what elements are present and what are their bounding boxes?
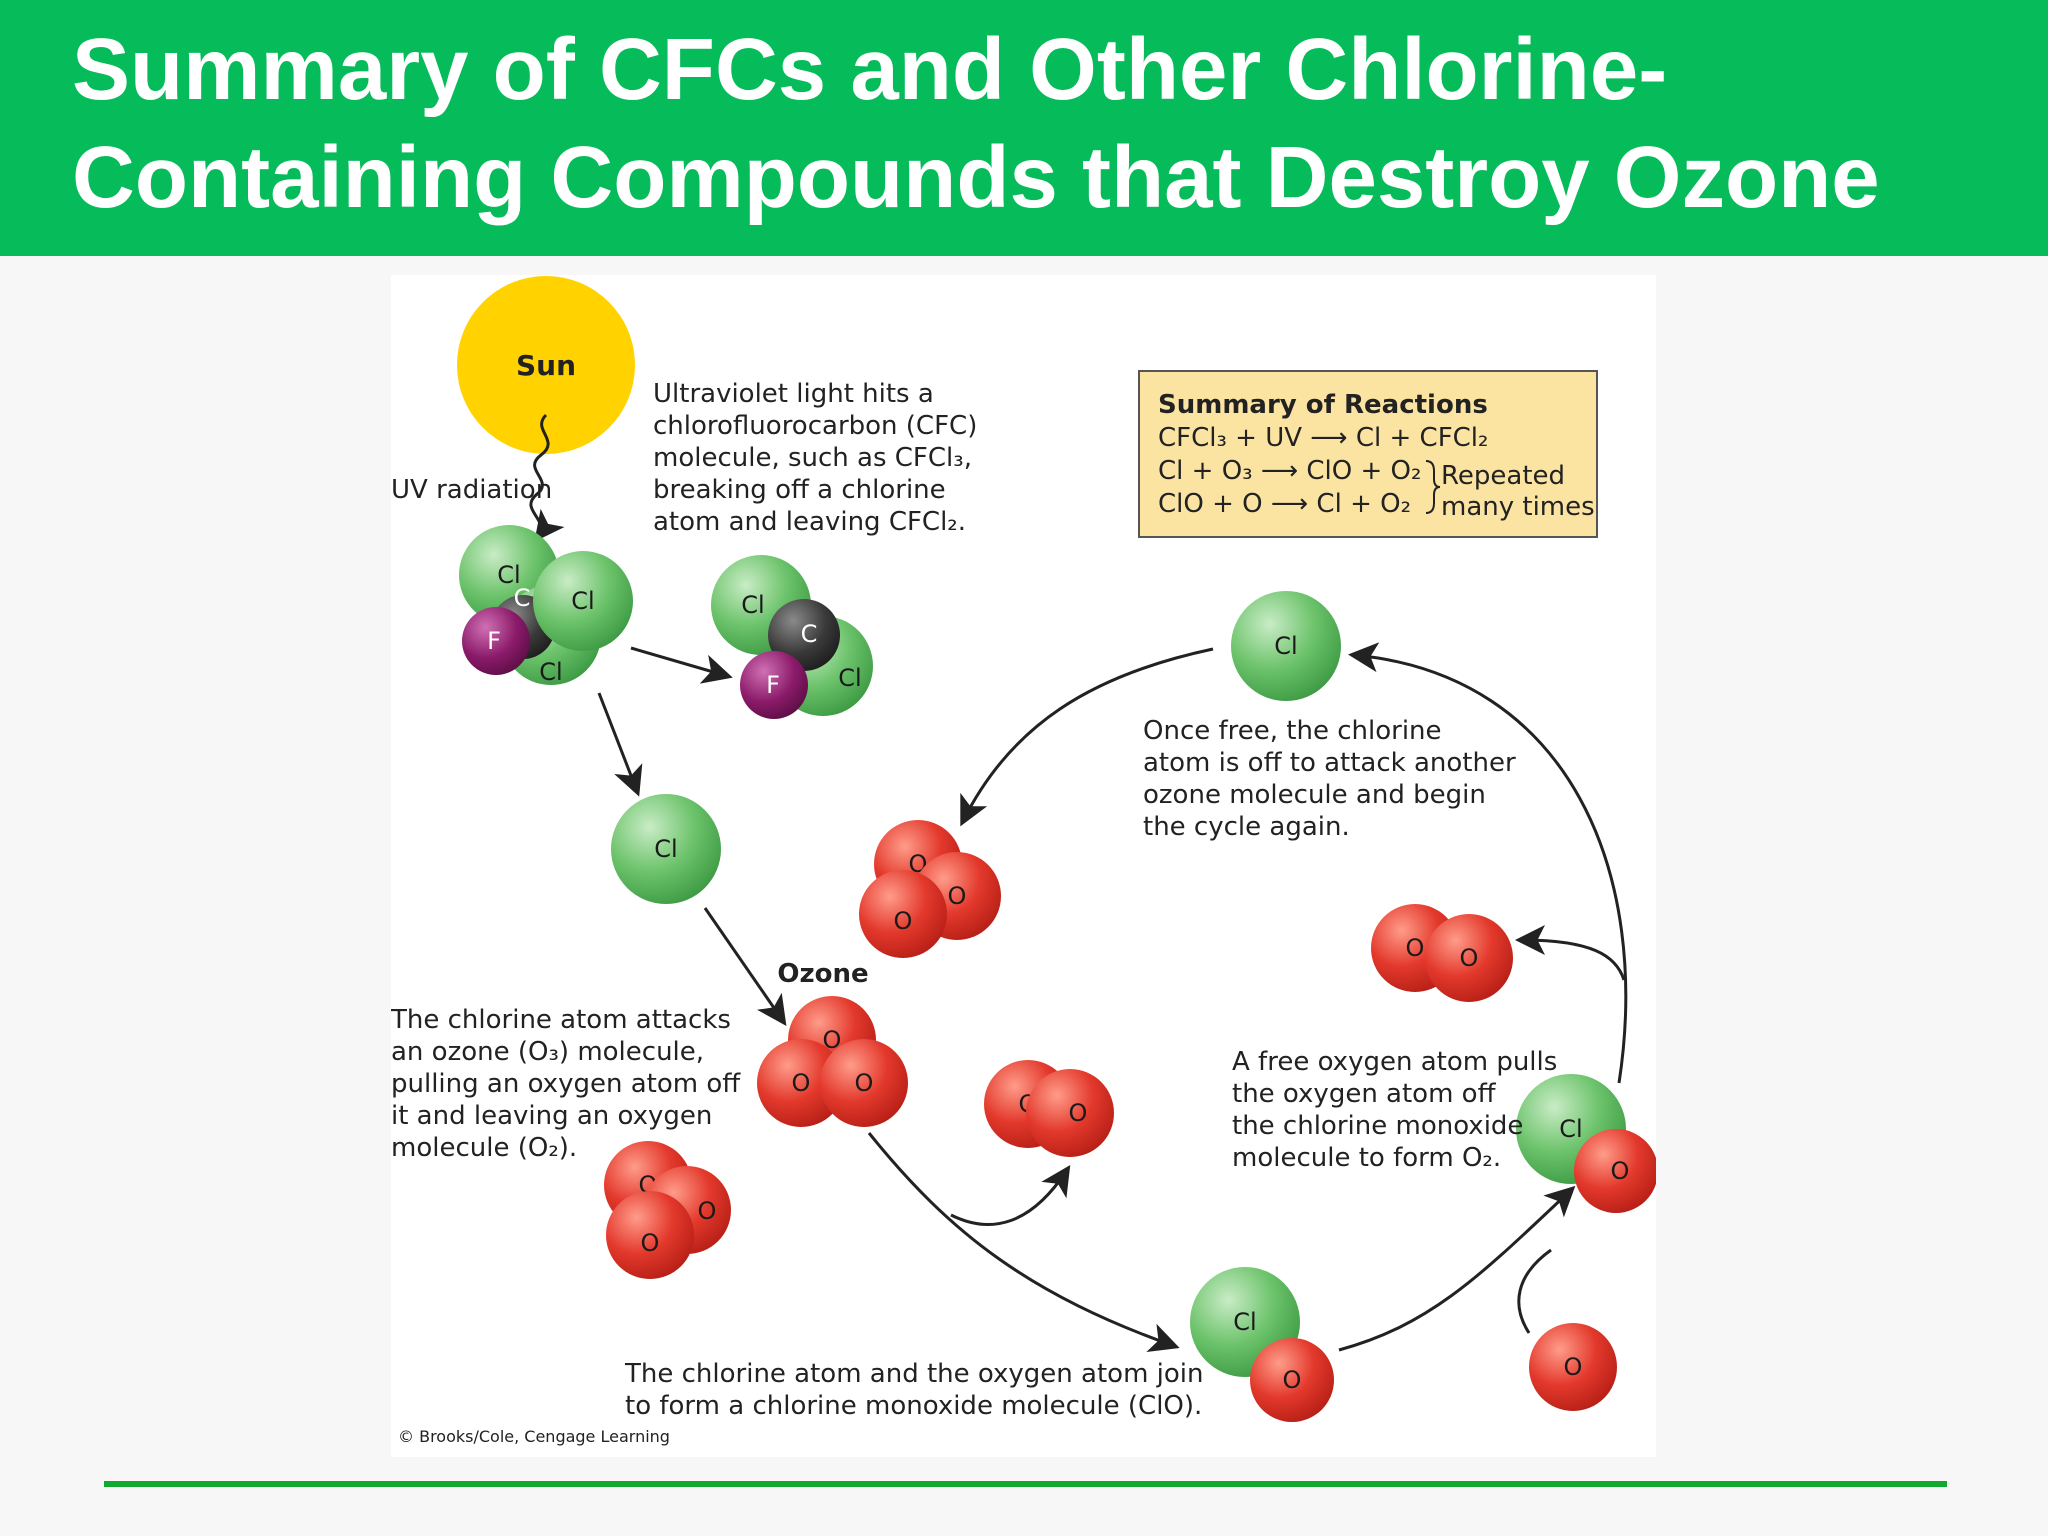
svg-text:O: O	[823, 1026, 842, 1054]
svg-text:C: C	[514, 584, 531, 612]
slide-title-line-1: Summary of CFCs and Other Chlorine-	[72, 21, 1668, 118]
svg-text:Cl: Cl	[1274, 632, 1297, 660]
ozone-molecule-upper-middle: O O O	[859, 820, 1001, 958]
uv-radiation-arrow	[529, 413, 565, 542]
slide-title-line-2: Containing Compounds that Destroy Ozone	[72, 129, 1880, 226]
ozone-depletion-diagram: Sun UV radiation Ultraviolet light hits …	[390, 275, 1658, 1457]
arrow-to-cfcl2	[630, 646, 733, 684]
svg-text:O: O	[1069, 1099, 1088, 1127]
reaction-3: ClO + O ⟶ Cl + O₂	[1158, 489, 1411, 519]
svg-text:F: F	[487, 627, 501, 655]
repeated-brace	[1425, 460, 1441, 514]
oxygen-molecule-released: O O	[984, 1060, 1114, 1157]
reaction-1: CFCl₃ + UV ⟶ Cl + CFCl₂	[1158, 423, 1488, 453]
svg-text:O: O	[698, 1197, 717, 1225]
svg-text:O: O	[1611, 1157, 1630, 1185]
regenerated-chlorine-atom: Cl	[1231, 591, 1341, 701]
svg-text:F: F	[766, 671, 780, 699]
arrow-to-free-cl	[597, 692, 643, 797]
cfcl3-molecule: Cl Cl C F Cl	[459, 525, 633, 686]
sun-icon	[457, 276, 635, 454]
cfcl2-molecule: Cl Cl C F	[711, 555, 873, 719]
uv-hit-caption: Ultraviolet light hits a chlorofluorocar…	[653, 379, 986, 537]
summary-of-reactions-box: Summary of Reactions CFCl₃ + UV ⟶ Cl + C…	[1138, 370, 1598, 538]
repeated-label: Repeated	[1441, 461, 1565, 491]
svg-text:Cl: Cl	[1559, 1115, 1582, 1143]
svg-text:O: O	[948, 882, 967, 910]
chlorine-monoxide-bottom: Cl O	[1190, 1267, 1334, 1422]
svg-text:Cl: Cl	[571, 587, 594, 615]
arrow-branch-to-o2	[950, 1164, 1071, 1227]
attack-caption: The chlorine atom attacks an ozone (O₃) …	[391, 1005, 748, 1163]
title-banner: Summary of CFCs and Other Chlorine- Cont…	[0, 0, 2048, 256]
summary-heading: Summary of Reactions	[1158, 390, 1488, 420]
svg-text:Cl: Cl	[741, 591, 764, 619]
svg-text:O: O	[855, 1069, 874, 1097]
oxygen-molecule-formed: O O	[1371, 904, 1513, 1002]
copyright-credit: © Brooks/Cole, Cengage Learning	[398, 1427, 670, 1446]
ozone-label: Ozone	[777, 959, 868, 989]
arrow-clo-upward	[1338, 1185, 1576, 1352]
diagram-svg: Sun UV radiation Ultraviolet light hits …	[390, 276, 1658, 1446]
svg-text:Cl: Cl	[1233, 1308, 1256, 1336]
join-caption: The chlorine atom and the oxygen atom jo…	[624, 1359, 1212, 1421]
svg-text:Cl: Cl	[539, 658, 562, 686]
ozone-molecule-lower-left: O O O	[604, 1141, 731, 1279]
uv-radiation-label: UV radiation	[391, 475, 552, 505]
free-chlorine-atom: Cl	[611, 794, 721, 904]
free-oxygen-atom: O	[1529, 1323, 1617, 1411]
sun-label: Sun	[516, 349, 576, 382]
svg-text:O: O	[792, 1069, 811, 1097]
free-oxygen-caption: A free oxygen atom pulls the oxygen atom…	[1232, 1047, 1566, 1173]
bottom-divider	[104, 1481, 1947, 1487]
svg-text:Cl: Cl	[497, 561, 520, 589]
arrow-to-o2-formed	[1515, 925, 1626, 981]
svg-text:O: O	[1406, 934, 1425, 962]
svg-text:Cl: Cl	[838, 664, 861, 692]
chlorine-monoxide-right: Cl O	[1516, 1074, 1658, 1213]
many-times-label: many times	[1441, 492, 1595, 522]
svg-text:O: O	[1564, 1353, 1583, 1381]
svg-text:O: O	[1283, 1366, 1302, 1394]
ozone-molecule-center: O O O	[757, 996, 908, 1127]
svg-text:C: C	[801, 620, 818, 648]
svg-text:O: O	[1460, 944, 1479, 972]
arrow-free-oxygen-join	[1517, 1248, 1552, 1334]
arrow-ozone-to-clo	[867, 1132, 1180, 1353]
once-free-caption: Once free, the chlorine atom is off to a…	[1143, 716, 1524, 842]
arrow-cycle-to-free-cl	[1348, 642, 1628, 1084]
reaction-2: Cl + O₃ ⟶ ClO + O₂	[1158, 456, 1421, 486]
arrow-cl-to-ozone	[960, 647, 1214, 827]
svg-text:O: O	[894, 907, 913, 935]
arrow-to-ozone	[703, 907, 787, 1026]
svg-text:Cl: Cl	[654, 835, 677, 863]
svg-text:O: O	[641, 1229, 660, 1257]
